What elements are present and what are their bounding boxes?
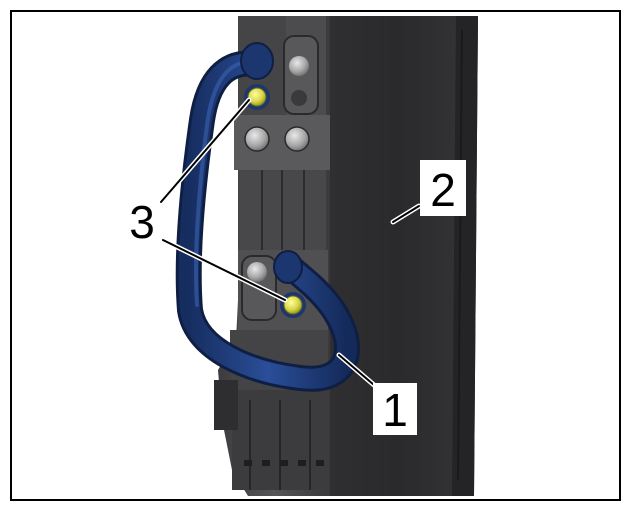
callout-1-label: 1 (382, 384, 408, 436)
housing (318, 16, 478, 496)
callout-3: 3 (129, 196, 155, 248)
bolt-middle-left (244, 126, 270, 152)
figure-frame (10, 10, 621, 501)
handle (175, 42, 360, 392)
screw-lower (280, 292, 306, 318)
screw-upper (244, 84, 270, 110)
callout-3-label: 3 (129, 196, 155, 248)
callout-1: 1 (373, 383, 417, 436)
callout-2: 2 (420, 160, 466, 216)
bolt-middle-right (284, 126, 310, 152)
bolt-upper-right (283, 35, 319, 115)
leader-lines (158, 97, 422, 388)
callout-2-label: 2 (430, 164, 456, 216)
